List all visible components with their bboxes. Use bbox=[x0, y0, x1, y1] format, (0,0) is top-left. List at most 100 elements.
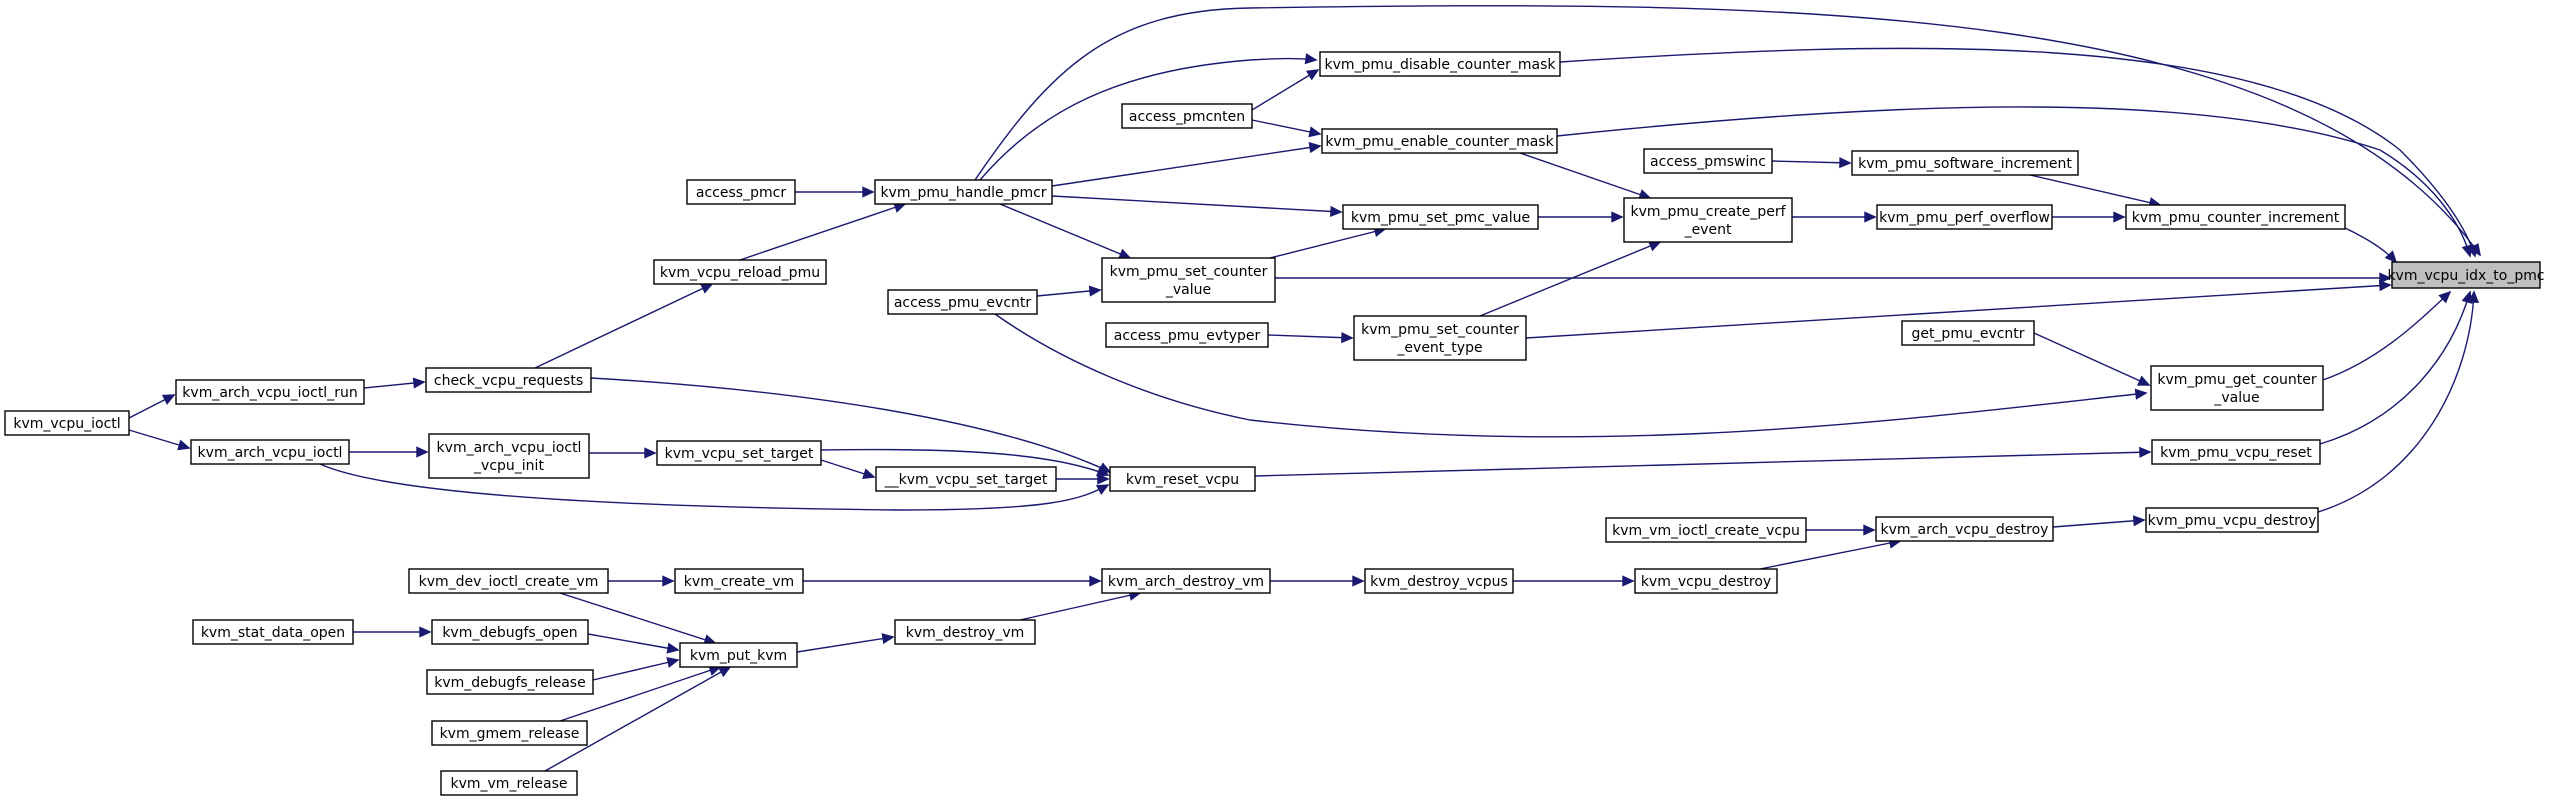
node-create-perf-event[interactable]: kvm_pmu_create_perf_event bbox=[1623, 197, 1793, 243]
node-arch-vcpu-ioctl-run[interactable]: kvm_arch_vcpu_ioctl_run bbox=[175, 379, 365, 405]
node-label: kvm_arch_vcpu_destroy bbox=[1881, 522, 2049, 538]
node-label: kvm_pmu_vcpu_reset bbox=[2160, 445, 2312, 461]
node-set-counter-value[interactable]: kvm_pmu_set_counter_value bbox=[1101, 257, 1276, 303]
node-arch-vcpu-ioctl-vcpu-init[interactable]: kvm_arch_vcpu_ioctl_vcpu_init bbox=[428, 433, 590, 479]
call-edge bbox=[1036, 285, 1102, 297]
node-counter-increment[interactable]: kvm_pmu_counter_increment bbox=[2125, 204, 2346, 230]
node-reload-pmu[interactable]: kvm_vcpu_reload_pmu bbox=[653, 259, 827, 285]
node-arch-vcpu-destroy[interactable]: kvm_arch_vcpu_destroy bbox=[1875, 516, 2054, 542]
call-edge-line bbox=[1759, 540, 1901, 570]
node-box bbox=[1643, 148, 1773, 174]
arrowhead bbox=[1863, 524, 1876, 536]
call-edge bbox=[128, 429, 191, 451]
node-get-counter-value[interactable]: kvm_pmu_get_counter _value bbox=[2150, 365, 2324, 411]
arrowhead bbox=[412, 377, 426, 389]
call-edge bbox=[1806, 524, 1876, 536]
call-edge-line bbox=[979, 57, 1317, 181]
node-get-pmu-evcntr[interactable]: get_pmu_evcntr bbox=[1901, 320, 2035, 346]
node-label: kvm_debugfs_release bbox=[434, 675, 585, 691]
call-edge bbox=[2317, 290, 2480, 513]
node-create-vm[interactable]: kvm_create_vm bbox=[674, 568, 804, 594]
node-label: kvm_gmem_release bbox=[440, 726, 580, 742]
call-edge bbox=[1251, 69, 1320, 111]
call-edge-line bbox=[2322, 291, 2451, 381]
node-destroy-vm[interactable]: kvm_destroy_vm bbox=[894, 619, 1036, 645]
node-sw-increment[interactable]: kvm_pmu_software_increment bbox=[1851, 150, 2079, 176]
node-vcpu-ioctl[interactable]: kvm_vcpu_ioctl bbox=[4, 410, 130, 436]
node-box bbox=[887, 289, 1038, 315]
node-access-pmswinc[interactable]: access_pmswinc bbox=[1643, 148, 1773, 174]
call-edge bbox=[319, 463, 1110, 511]
call-edge bbox=[994, 313, 2148, 438]
arrowhead bbox=[161, 394, 176, 405]
arrowhead bbox=[2384, 250, 2398, 264]
arrowhead bbox=[1839, 157, 1852, 169]
node-label: kvm_reset_vcpu bbox=[1126, 472, 1239, 488]
call-edge-line bbox=[796, 636, 894, 653]
call-edge bbox=[587, 633, 680, 654]
node-check-vcpu-requests[interactable]: check_vcpu_requests bbox=[425, 367, 592, 393]
node-vm-ioctl-create-vcpu[interactable]: kvm_vm_ioctl_create_vcpu bbox=[1605, 517, 1807, 543]
node-access-pmcnten[interactable]: access_pmcnten bbox=[1121, 103, 1253, 129]
node-label: kvm_arch_vcpu_ioctl_run bbox=[182, 385, 357, 401]
arrowhead bbox=[1305, 69, 1320, 81]
node-box bbox=[190, 439, 350, 465]
node-enable-mask[interactable]: kvm_pmu_enable_counter_mask bbox=[1321, 128, 1558, 154]
node-destroy-vcpus[interactable]: kvm_destroy_vcpus bbox=[1364, 568, 1514, 594]
call-edge bbox=[1556, 106, 2473, 258]
call-edge-line bbox=[1556, 106, 2471, 257]
node-put-kvm[interactable]: kvm_put_kvm bbox=[679, 642, 798, 668]
node-arch-destroy-vm[interactable]: kvm_arch_destroy_vm bbox=[1101, 568, 1271, 594]
node-box bbox=[1342, 204, 1539, 230]
node-box bbox=[1101, 568, 1271, 594]
node-label: kvm_arch_destroy_vm bbox=[1108, 574, 1264, 590]
arrowhead bbox=[2139, 446, 2152, 458]
node-box bbox=[1105, 322, 1269, 348]
arrowhead bbox=[1095, 484, 1110, 495]
node-reset-vcpu[interactable]: kvm_reset_vcpu bbox=[1109, 466, 1256, 492]
call-edge bbox=[1513, 575, 1635, 587]
node-vcpu-set-target[interactable]: kvm_vcpu_set_target bbox=[656, 440, 822, 466]
node-label: kvm_create_vm bbox=[684, 574, 794, 590]
call-edge-line bbox=[1254, 451, 2151, 477]
node-access-pmu-evcntr[interactable]: access_pmu_evcntr bbox=[887, 289, 1038, 315]
node-label: _value bbox=[2213, 390, 2259, 406]
node-stat-data-open[interactable]: kvm_stat_data_open bbox=[192, 619, 354, 645]
arrowhead bbox=[862, 186, 875, 198]
node-box bbox=[1109, 466, 1256, 492]
node-box bbox=[653, 259, 827, 285]
arrowhead bbox=[2379, 272, 2392, 284]
call-edge-line bbox=[2029, 174, 2161, 206]
node---vcpu-set-target[interactable]: __kvm_vcpu_set_target bbox=[875, 466, 1057, 492]
node-perf-overflow[interactable]: kvm_pmu_perf_overflow bbox=[1876, 204, 2053, 230]
node-access-pmu-evtyper[interactable]: access_pmu_evtyper bbox=[1105, 322, 1269, 348]
node-handle-pmcr[interactable]: kvm_pmu_handle_pmcr bbox=[874, 179, 1053, 205]
call-edge bbox=[2322, 290, 2452, 381]
call-edge-line bbox=[592, 659, 679, 681]
node-label: __kvm_vcpu_set_target bbox=[884, 472, 1048, 488]
node-debugfs-release[interactable]: kvm_debugfs_release bbox=[426, 669, 594, 695]
node-set-counter-event-type[interactable]: kvm_pmu_set_counter_event_type bbox=[1353, 315, 1527, 361]
node-vm-release[interactable]: kvm_vm_release bbox=[440, 770, 578, 796]
node-label: kvm_pmu_get_counter bbox=[2157, 372, 2317, 388]
node-target[interactable]: kvm_vcpu_idx_to_pmc bbox=[2387, 261, 2545, 289]
node-arch-vcpu-ioctl[interactable]: kvm_arch_vcpu_ioctl bbox=[190, 439, 350, 465]
node-access-pmcr[interactable]: access_pmcr bbox=[686, 179, 796, 205]
node-label: kvm_vm_ioctl_create_vcpu bbox=[1612, 523, 1800, 539]
node-dev-ioctl-create-vm[interactable]: kvm_dev_ioctl_create_vm bbox=[408, 568, 609, 594]
node-set-pmc-value[interactable]: kvm_pmu_set_pmc_value bbox=[1342, 204, 1539, 230]
call-edge-line bbox=[544, 666, 731, 772]
call-edge bbox=[1051, 195, 1343, 217]
node-gmem-release[interactable]: kvm_gmem_release bbox=[431, 720, 588, 746]
nodes-layer: kvm_vcpu_idx_to_pmc kvm_pmu_disable_count… bbox=[4, 51, 2545, 796]
call-edge bbox=[1759, 537, 1902, 570]
node-vcpu-destroy[interactable]: kvm_vcpu_destroy bbox=[1634, 568, 1778, 594]
node-pmu-vcpu-destroy[interactable]: kvm_pmu_vcpu_destroy bbox=[2145, 507, 2319, 533]
call-edge-line bbox=[2317, 291, 2475, 513]
arrowhead bbox=[662, 575, 675, 587]
node-disable-mask[interactable]: kvm_pmu_disable_counter_mask bbox=[1319, 51, 1561, 77]
node-debugfs-open[interactable]: kvm_debugfs_open bbox=[431, 619, 589, 645]
node-box bbox=[425, 367, 592, 393]
node-box bbox=[1321, 128, 1558, 154]
node-pmu-vcpu-reset[interactable]: kvm_pmu_vcpu_reset bbox=[2151, 439, 2321, 465]
